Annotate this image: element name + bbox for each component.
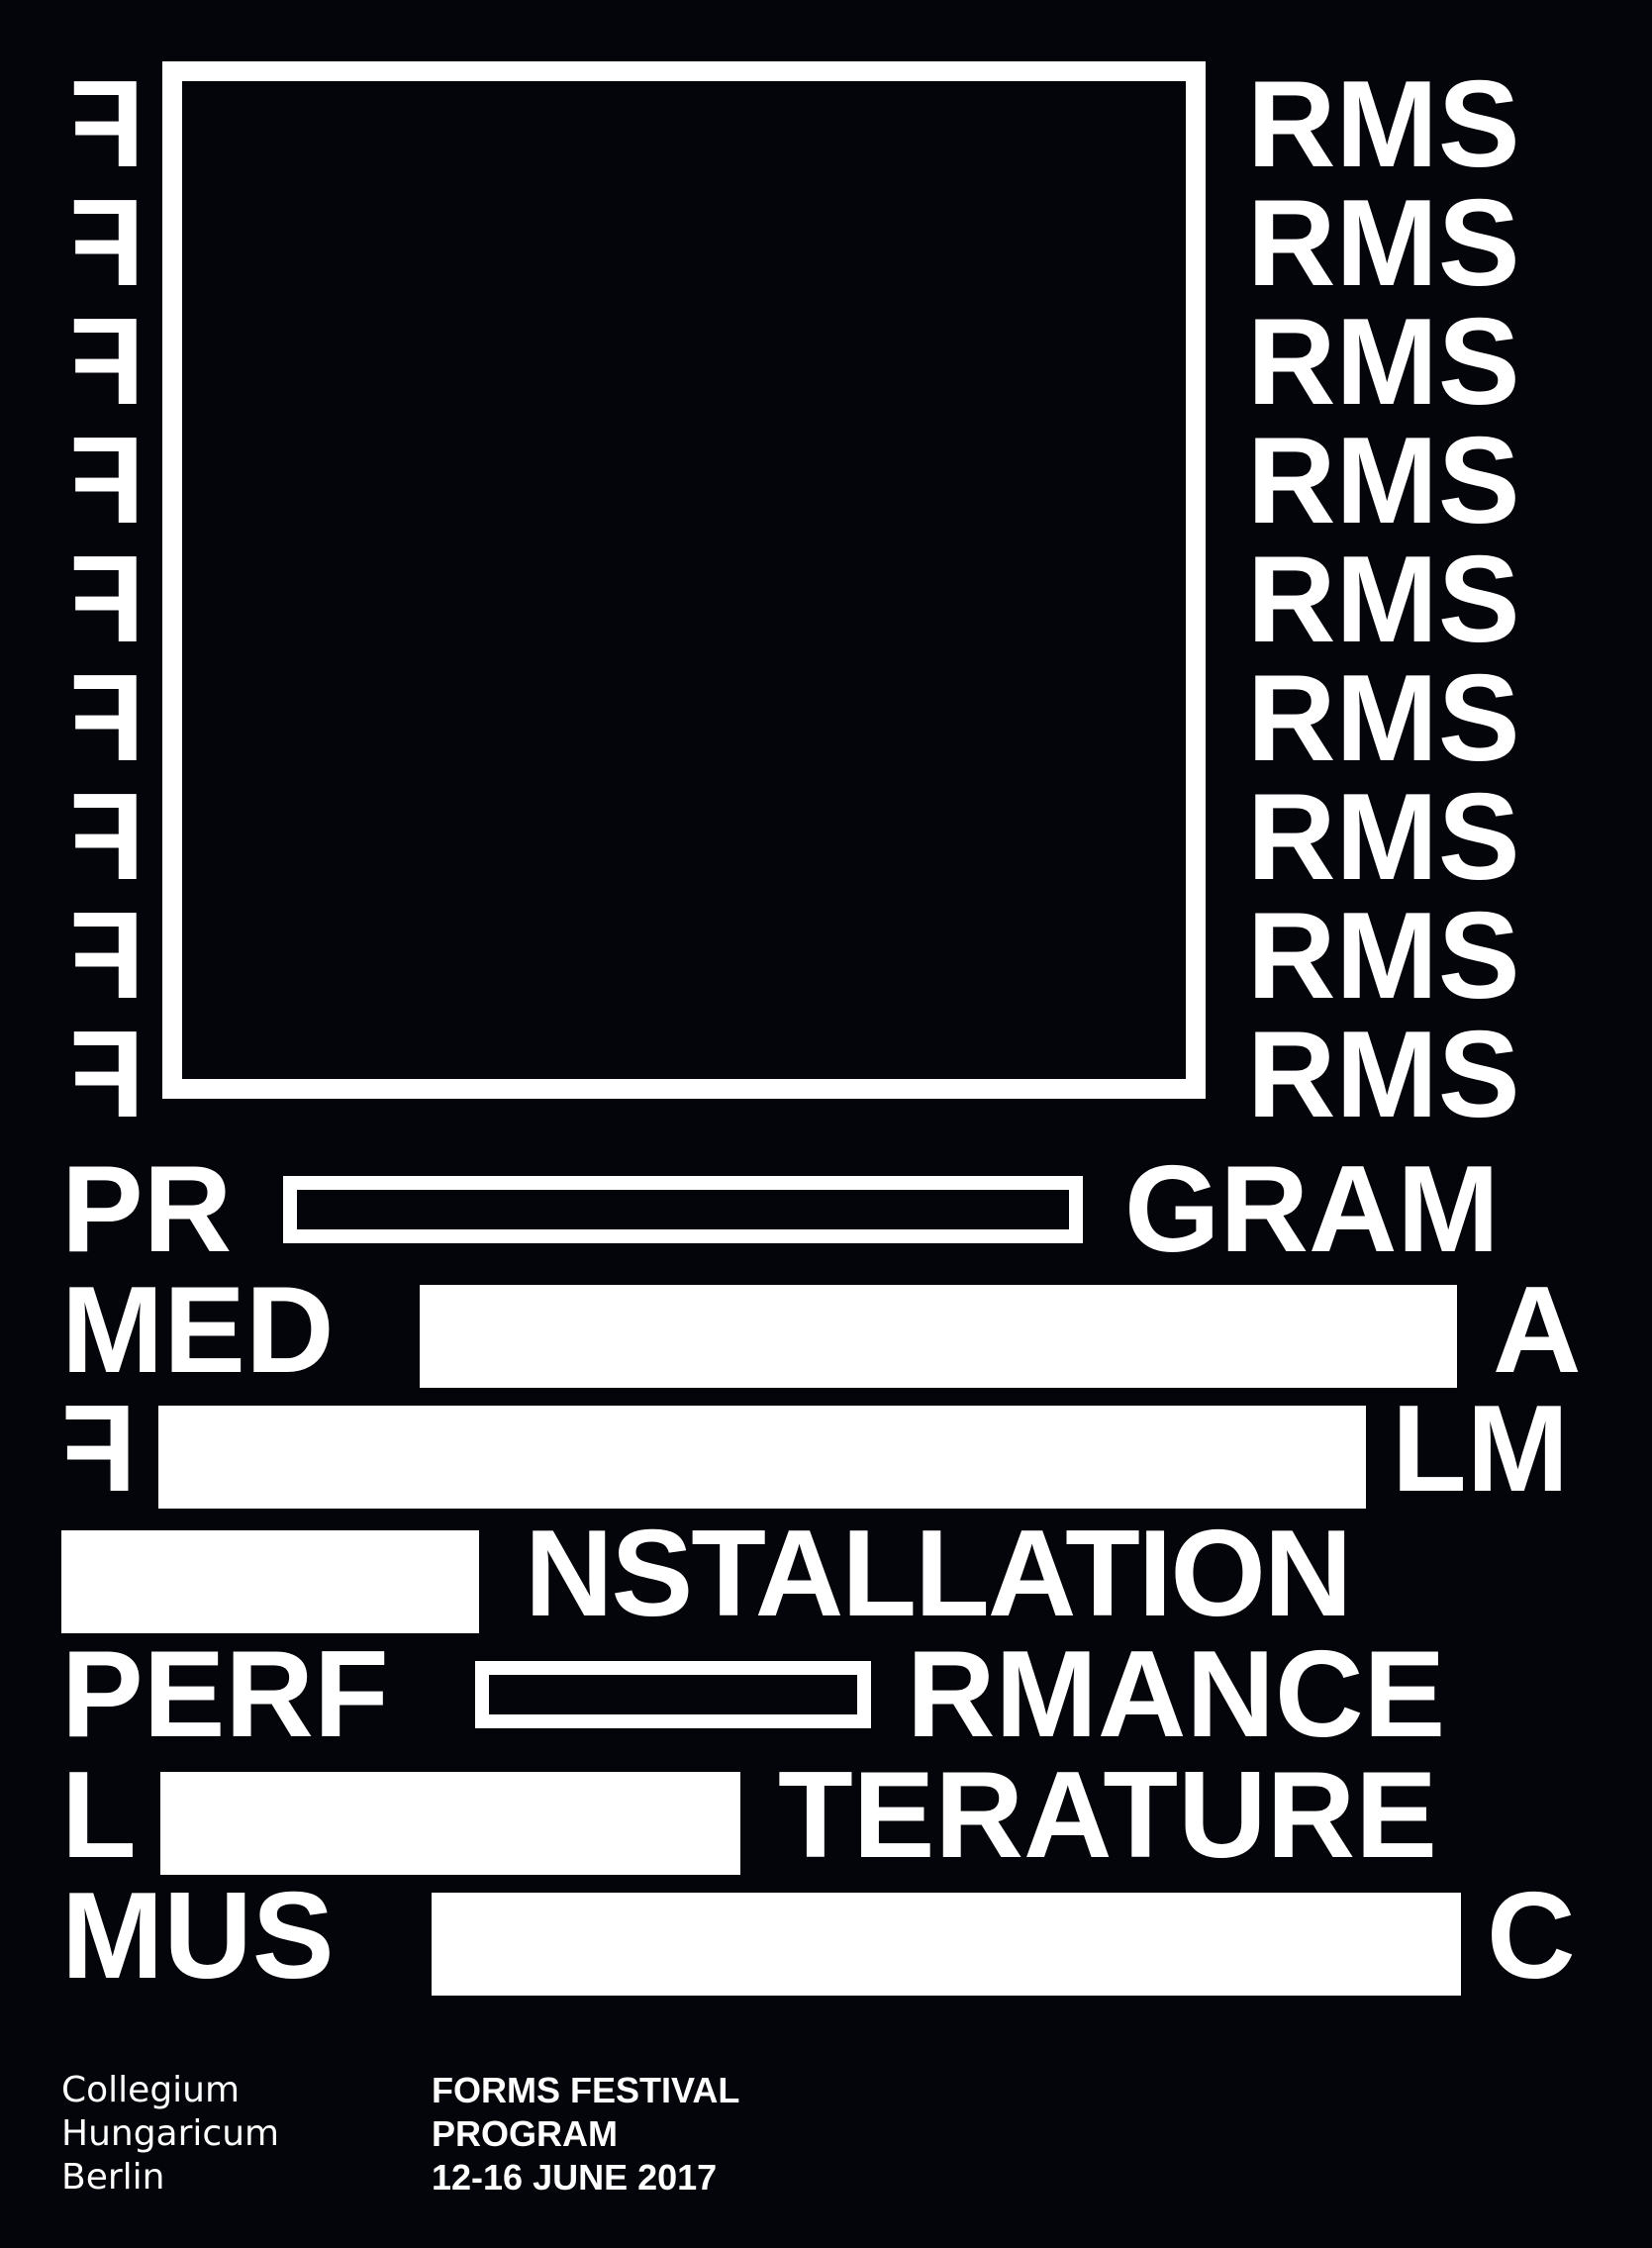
organization-name: Collegium Hungaricum Berlin [61,2069,279,2199]
stack-letter: F [69,1007,145,1143]
org-line: Berlin [61,2157,165,2198]
stack-letter: F [69,769,145,906]
program-post: GRAM [1124,1141,1500,1278]
large-square-frame [162,61,1206,1099]
performance-post: RMANCE [907,1626,1446,1763]
festival-subtitle: PROGRAM [432,2113,618,2154]
literature-post: TERATURE [778,1747,1437,1884]
stack-letter: F [69,175,145,312]
org-line: Collegium [61,2070,241,2110]
stack-letter: F [69,532,145,668]
music-bar [432,1893,1461,1996]
stack-text: RMS [1247,532,1520,668]
performance-outline-bar [475,1661,871,1728]
stack-text: RMS [1247,769,1520,906]
program-outline-bar [283,1176,1083,1243]
stack-text: RMS [1247,1007,1520,1143]
stack-letter: F [69,56,145,193]
media-post: A [1493,1262,1582,1399]
stack-text: RMS [1247,56,1520,193]
music-pre: MUS [61,1868,335,2004]
installation-bar [61,1530,479,1633]
stack-letter: F [69,650,145,787]
org-line: Hungaricum [61,2113,280,2154]
film-post: LM [1392,1381,1570,1517]
media-pre: MED [61,1262,335,1399]
installation-post: NSTALLATION [525,1506,1352,1642]
left-letter-stack: F F F F F F F F F [65,56,145,1143]
stack-text: RMS [1247,175,1520,312]
literature-bar [160,1772,740,1875]
film-pre: F [61,1381,137,1517]
media-bar [420,1285,1457,1388]
stack-text: RMS [1247,413,1520,549]
stack-text: RMS [1247,294,1520,431]
film-bar [158,1406,1366,1509]
festival-title: FORMS FESTIVAL [432,2070,740,2110]
festival-dates: 12-16 JUNE 2017 [432,2157,718,2198]
performance-pre: PERF [61,1626,389,1763]
stack-letter: F [69,413,145,549]
stack-text: RMS [1247,650,1520,787]
right-text-stack: RMS RMS RMS RMS RMS RMS RMS RMS RMS [1247,56,1584,1136]
program-pre: PR [61,1141,233,1278]
festival-info: FORMS FESTIVAL PROGRAM 12-16 JUNE 2017 [432,2069,739,2199]
music-post: C [1487,1868,1576,2004]
stack-text: RMS [1247,888,1520,1025]
stack-letter: F [69,294,145,431]
stack-letter: F [69,888,145,1025]
literature-pre: L [61,1747,137,1884]
